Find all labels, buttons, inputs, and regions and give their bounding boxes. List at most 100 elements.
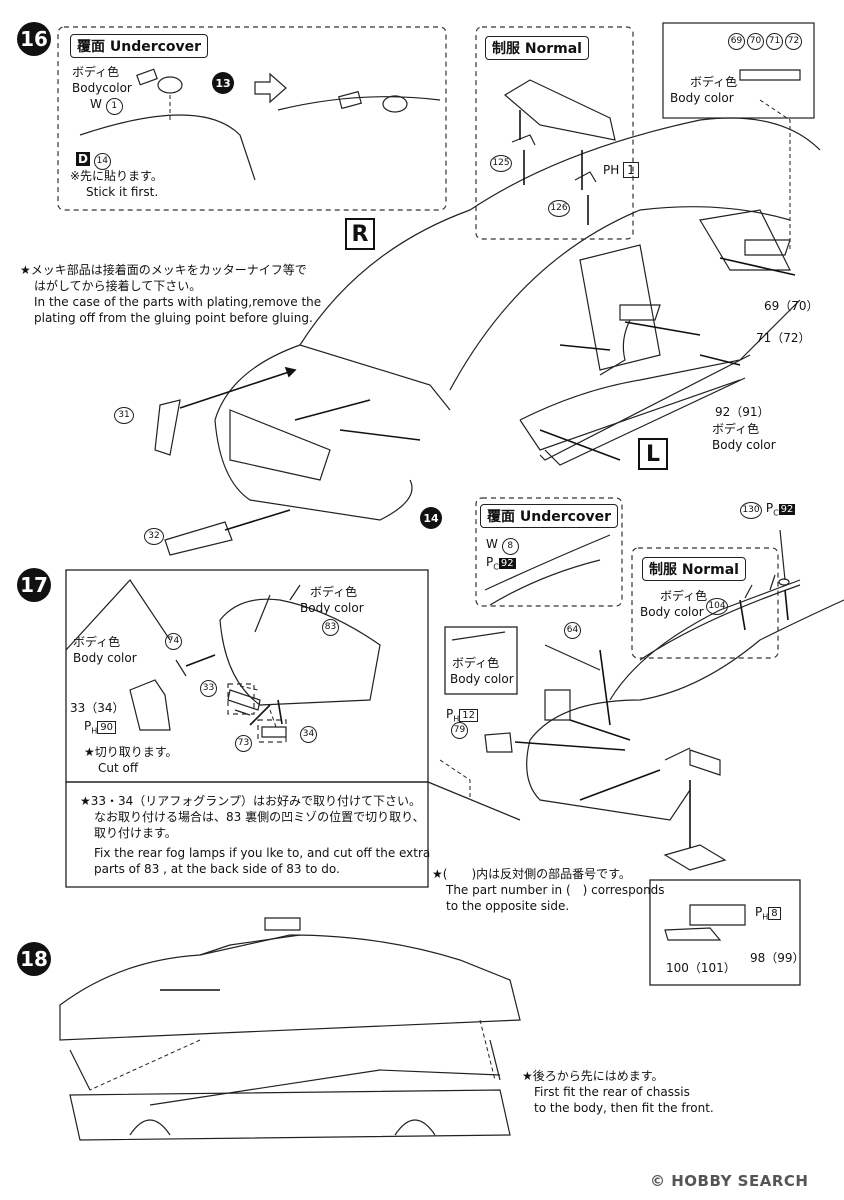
- part-33-number: 33: [200, 680, 217, 697]
- fog-note-en-2: parts of 83 , at the back side of 83 to …: [94, 862, 340, 876]
- part-73-callout: 73: [235, 735, 252, 752]
- part-32-callout: 32: [144, 528, 164, 545]
- part-104-callout: 104: [706, 598, 728, 615]
- fog-note-jp-3: 取り付けます。: [94, 826, 177, 840]
- ph12-number: 12: [459, 709, 478, 722]
- watermark: © HOBBY SEARCH: [650, 1172, 809, 1190]
- part-125-number: 125: [490, 155, 512, 172]
- opposite-note-jp: ★( )内は反対側の部品番号です。: [432, 867, 631, 881]
- step-17-number: 17: [17, 568, 51, 602]
- part-31-callout: 31: [114, 407, 134, 424]
- part-34-number: 34: [300, 726, 317, 743]
- part-71-72-callout: 71（72）: [756, 331, 811, 345]
- part-98-99-callout: 98（99）: [750, 951, 805, 965]
- left-side-marker: L: [638, 438, 668, 470]
- part-79-number: 79: [451, 722, 468, 739]
- plating-note-jp-2: はがしてから接着して下さい。: [34, 279, 202, 293]
- part-130-number: 130: [740, 502, 762, 519]
- inset-color-jp: ボディ色: [73, 635, 121, 649]
- part-74-callout: 74: [165, 633, 182, 650]
- strip-color-en: Body color: [450, 672, 514, 686]
- mirror-part-69: 69: [728, 33, 745, 50]
- mirror-color-jp: ボディ色: [690, 75, 738, 89]
- ph8-number: 8: [768, 907, 781, 920]
- stick-first-en: Stick it first.: [86, 185, 159, 199]
- stick-first-jp: ※先に貼ります。: [70, 169, 163, 183]
- mirror-part-70: 70: [747, 33, 764, 50]
- normal-tag: 制服 Normal: [485, 36, 589, 60]
- decal-number: 14: [93, 153, 111, 170]
- mirror-color-en: Body color: [670, 91, 734, 105]
- part-104-number: 104: [706, 598, 728, 615]
- part-33-callout: 33: [200, 680, 217, 697]
- bumper-color-jp: ボディ色: [310, 585, 358, 599]
- part-100-101-callout: 100（101）: [666, 961, 736, 975]
- part-74-number: 74: [165, 633, 182, 650]
- ph-label: PH: [603, 163, 620, 177]
- ph-callout: PH 1: [603, 162, 639, 178]
- antenna-color-en: Body color: [640, 605, 704, 619]
- mirror-part-71: 71: [766, 33, 783, 50]
- decal-callout: D 14: [76, 151, 111, 170]
- fog-note-en-1: Fix the rear fog lamps if you lke to, an…: [94, 846, 431, 860]
- ph-number: 1: [623, 162, 639, 178]
- part-83-callout: 83: [322, 619, 339, 636]
- part-64-callout: 64: [564, 622, 581, 639]
- bodycolor-jp: ボディ色: [72, 65, 120, 79]
- cutoff-jp: ★切り取ります。: [84, 745, 178, 759]
- mirror-parts-list: 69 70 71 72: [728, 33, 802, 50]
- part-64-number: 64: [564, 622, 581, 639]
- opposite-note-en-1: The part number in ( ) corresponds: [446, 883, 665, 897]
- side-color-en: Body color: [712, 438, 776, 452]
- part-79-callout: 79: [451, 722, 468, 739]
- chassis-note-en-2: to the body, then fit the front.: [534, 1101, 714, 1115]
- antenna-color-jp: ボディ色: [660, 589, 708, 603]
- w-label: W: [90, 97, 102, 111]
- chassis-note-jp: ★後ろから先にはめます。: [522, 1069, 664, 1083]
- part-32-number: 32: [144, 528, 164, 545]
- side-color-jp: ボディ色: [712, 422, 760, 436]
- opposite-note-en-2: to the opposite side.: [446, 899, 570, 913]
- bumper-color-en: Body color: [300, 601, 364, 615]
- plating-note-en-2: plating off from the gluing point before…: [34, 311, 313, 325]
- part-69-70-callout: 69（70）: [764, 299, 819, 313]
- part-126-callout: 126: [548, 200, 570, 217]
- part-73-number: 73: [235, 735, 252, 752]
- part-126-number: 126: [548, 200, 570, 217]
- part-83-number: 83: [322, 619, 339, 636]
- right-side-marker: R: [345, 218, 375, 250]
- undercover-tag-17: 覆面 Undercover: [480, 504, 619, 528]
- part-34-callout: 34: [300, 726, 317, 743]
- w8-callout: W 8: [486, 536, 519, 555]
- part-14-callout: 14: [420, 507, 442, 529]
- decal-label: D: [76, 152, 90, 166]
- plating-note-jp-1: ★メッキ部品は接着面のメッキをカッターナイフ等で: [20, 263, 307, 277]
- inset-color-en: Body color: [73, 651, 137, 665]
- cutoff-en: Cut off: [98, 761, 139, 775]
- pc92-number: 92: [498, 558, 516, 569]
- part-125-callout: 125: [490, 155, 512, 172]
- part-13-callout: 13: [212, 72, 234, 94]
- step-16-number: 16: [17, 22, 51, 56]
- part-31-number: 31: [114, 407, 134, 424]
- step-18-number: 18: [17, 942, 51, 976]
- bodycolor-en: Bodycolor: [72, 81, 132, 95]
- ph-90-number: 90: [97, 721, 116, 734]
- chassis-note-en-1: First fit the rear of chassis: [534, 1085, 690, 1099]
- strip-color-jp: ボディ色: [452, 656, 500, 670]
- mirror-part-72: 72: [785, 33, 802, 50]
- w8-number: 8: [501, 538, 519, 555]
- part-33-34-callout: 33（34）: [70, 701, 125, 715]
- part-92-91-callout: 92（91）: [715, 405, 770, 419]
- fog-note-jp-2: なお取り付ける場合は、83 裏側の凹ミゾの位置で切り取り、: [94, 810, 425, 824]
- normal-tag-17: 制服 Normal: [642, 557, 746, 581]
- undercover-tag: 覆面 Undercover: [70, 34, 209, 58]
- w-part-callout: W 1: [90, 96, 123, 115]
- pc92-antenna-number: 92: [778, 504, 796, 515]
